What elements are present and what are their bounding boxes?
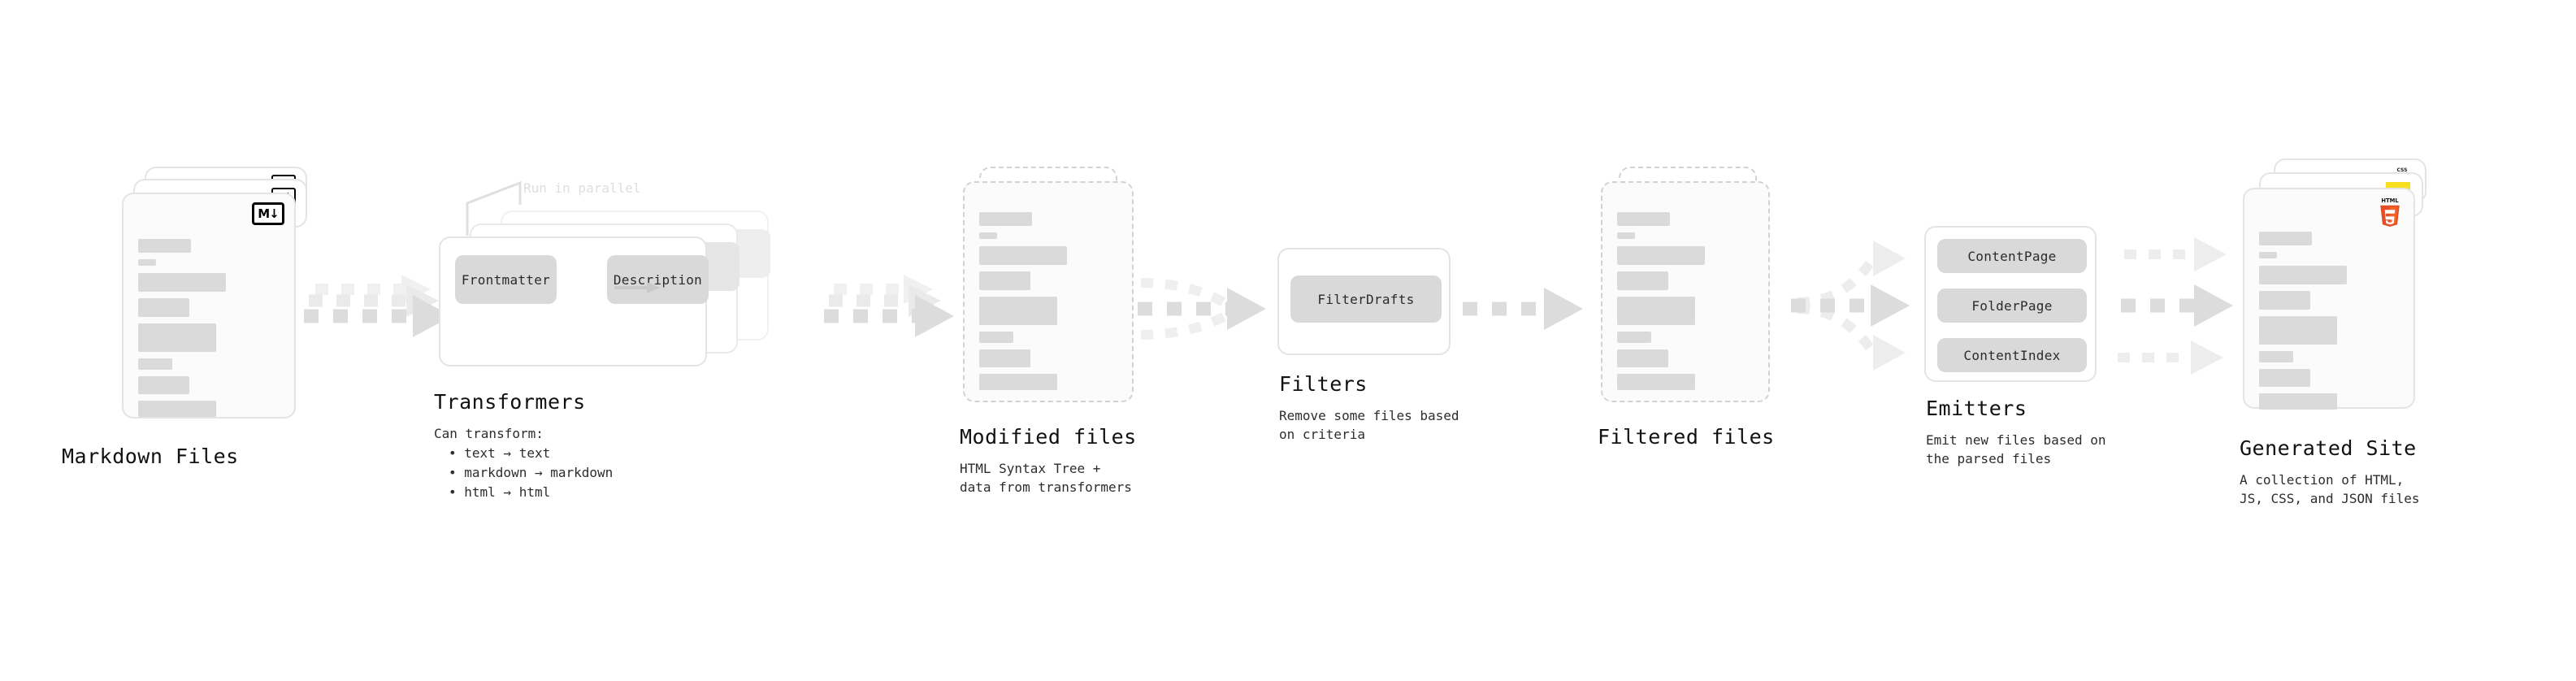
stage-generated-site: CSS HTML (2240, 158, 2446, 506)
skeleton-bar (138, 376, 189, 394)
stage-title-transformers: Transformers (434, 390, 586, 414)
stage-filtered-files: Filtered files (1598, 167, 1796, 449)
svg-text:HTML: HTML (2381, 197, 2399, 204)
stage-title-generated-site: Generated Site (2240, 436, 2417, 460)
markdown-card-front: M↓ (122, 193, 296, 419)
transformers-subtitle: Can transform: (434, 426, 544, 441)
transformers-bullet-2: • markdown → markdown (449, 465, 614, 480)
filtered-card-stack (1601, 167, 1796, 435)
markdown-card-stack: M↓ M↓ M↓ (122, 167, 325, 435)
skeleton-bar (979, 271, 1030, 290)
html5-icon: HTML (2380, 197, 2400, 227)
transformers-bullet-3: • html → html (449, 484, 551, 500)
skeleton-bar (979, 332, 1013, 343)
arrow-transformers-to-modified (824, 275, 954, 337)
skeleton-bar (138, 358, 172, 370)
markdown-badge-front: M↓ (252, 202, 284, 225)
skeleton-bar (2259, 232, 2312, 245)
arrow-filters-to-filtered (1463, 288, 1583, 330)
skeleton-bar (138, 259, 156, 266)
markdown-badge-text-front: M↓ (258, 206, 279, 221)
arrow-filtered-to-emitters (1791, 241, 1910, 371)
site-card-front: HTML (2243, 188, 2415, 410)
emitter-chip-folderpage[interactable]: FolderPage (1937, 288, 2087, 323)
stage-title-emitters: Emitters (1926, 397, 2027, 420)
skeleton-bar (1617, 349, 1668, 367)
filter-chip-filterdrafts[interactable]: FilterDrafts (1290, 275, 1442, 323)
stage-title-filters: Filters (1279, 372, 1368, 396)
emitters-subtitle: Emit new files based on the parsed files (1926, 432, 2106, 467)
skeleton-bar (138, 273, 226, 292)
skeleton-bar (979, 297, 1057, 325)
emitter-chip-contentindex[interactable]: ContentIndex (1937, 338, 2087, 372)
transformer-chip-frontmatter[interactable]: Frontmatter (455, 255, 557, 304)
skeleton-bar (1617, 374, 1695, 390)
filters-panel: FilterDrafts (1277, 248, 1451, 355)
skeleton-bar (138, 323, 216, 352)
generated-site-subtitle: A collection of HTML, JS, CSS, and JSON … (2240, 472, 2420, 507)
skeleton-bar (979, 374, 1057, 390)
skeleton-bar (138, 298, 189, 317)
skeleton-bar (2259, 351, 2293, 362)
skeleton-bar (1617, 246, 1705, 265)
emitter-chip-contentpage[interactable]: ContentPage (1937, 239, 2087, 273)
skeleton-bar (2259, 316, 2337, 345)
modified-files-subtitle: HTML Syntax Tree + data from transformer… (960, 461, 1132, 496)
skeleton-bar (2259, 393, 2337, 410)
skeleton-bar (1617, 232, 1635, 239)
arrow-emitters-to-site (2118, 237, 2233, 375)
site-card-stack: CSS HTML (2243, 158, 2446, 427)
arrow-markdown-to-transformers (304, 275, 452, 337)
filtered-card-front (1601, 181, 1770, 402)
skeleton-bar (1617, 332, 1651, 343)
transformer-arrow-front (614, 282, 660, 293)
skeleton-bar (2259, 291, 2310, 310)
skeleton-bar (1617, 271, 1668, 290)
modified-card-front (963, 181, 1134, 402)
arrow-modified-to-filters (1138, 278, 1266, 340)
skeleton-bar (2259, 266, 2347, 284)
stage-title-filtered-files: Filtered files (1598, 425, 1775, 449)
run-in-parallel-label: Run in parallel (523, 180, 641, 196)
skeleton-bar (1617, 297, 1695, 325)
skeleton-bar (138, 401, 216, 417)
stage-title-markdown-files: Markdown Files (62, 445, 239, 468)
filters-subtitle: Remove some files based on criteria (1279, 408, 1459, 443)
transformer-chip-description[interactable]: Description (607, 255, 709, 304)
skeleton-bar (979, 232, 997, 239)
transformers-bullet-1: • text → text (449, 445, 551, 461)
skeleton-bar (2259, 369, 2310, 387)
run-in-parallel-bracket (466, 180, 522, 236)
skeleton-bar (138, 239, 191, 253)
stage-modified-files: Modified files HTML Syntax Tree + data f… (960, 167, 1158, 495)
skeleton-bar (979, 212, 1032, 226)
modified-card-stack (963, 167, 1158, 435)
skeleton-bar (2259, 252, 2277, 258)
emitters-panel: ContentPage FolderPage ContentIndex (1924, 226, 2097, 382)
skeleton-bar (979, 349, 1030, 367)
stage-markdown-files: M↓ M↓ M↓ Markdown F (62, 167, 325, 468)
transformer-panel-front: Frontmatter Description (439, 236, 709, 367)
stage-title-modified-files: Modified files (960, 425, 1137, 449)
skeleton-bar (1617, 212, 1670, 226)
skeleton-bar (979, 246, 1067, 265)
svg-text:CSS: CSS (2397, 167, 2408, 173)
